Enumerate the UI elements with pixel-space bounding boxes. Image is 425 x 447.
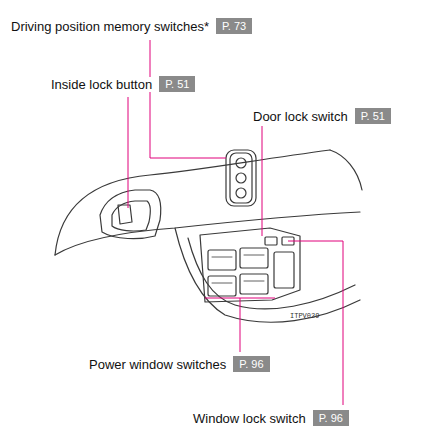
page-reference: P. 73: [216, 18, 252, 34]
callout-entry: Inside lock button P. 51: [50, 76, 195, 92]
page-reference: P. 96: [313, 410, 349, 426]
part-name: Driving position memory switches*: [10, 19, 210, 34]
callout-entry: Power window switches P. 96: [88, 356, 270, 372]
part-name: Door lock switch: [252, 109, 349, 124]
callout-entry: Driving position memory switches* P. 73: [10, 18, 252, 34]
callout-entry: Door lock switch P. 51: [252, 108, 391, 124]
part-name: Window lock switch: [192, 411, 307, 426]
callout-entry: Window lock switch P. 96: [192, 410, 349, 426]
page-reference: P. 51: [159, 76, 195, 92]
figure-code: ITPV029: [290, 312, 319, 320]
part-name: Power window switches: [88, 357, 227, 372]
page-reference: P. 51: [355, 108, 391, 124]
page-reference: P. 96: [233, 356, 269, 372]
part-name: Inside lock button: [50, 77, 153, 92]
